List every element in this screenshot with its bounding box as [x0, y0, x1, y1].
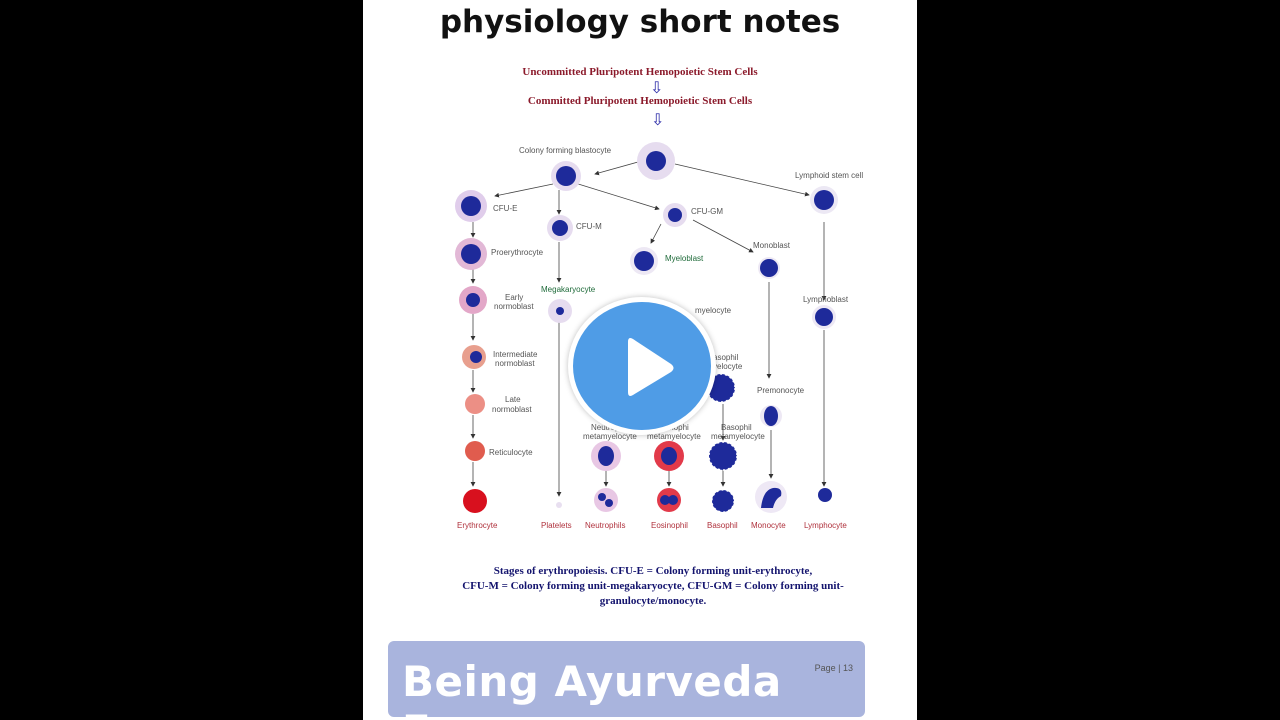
cfu-m-cell: [547, 215, 573, 241]
label-neutrophil-metamyelocyte-1: Neutrop: [591, 423, 620, 432]
cfu-gm-cell: [663, 203, 687, 227]
brand-text: Being Ayurveda Era: [402, 657, 782, 720]
label-basophil-metamyelocyte-2: metamyelocyte: [711, 432, 765, 441]
intermediate-normoblast-cell: [462, 345, 486, 369]
caption-line-1: Stages of erythropoiesis. CFU-E = Colony…: [493, 565, 813, 577]
monoblast-cell: [758, 257, 780, 279]
header-committed: Committed Pluripotent Hemopoietic Stem C…: [527, 95, 753, 107]
erythrocyte-cell: [463, 489, 487, 513]
hematopoiesis-diagram: Colony forming blastocyte Lymphoid stem …: [455, 142, 863, 530]
label-cfu-e: CFU-E: [493, 204, 517, 213]
label-neutrophils: Neutrophils: [585, 521, 625, 530]
lymphoid-stem-cell: [810, 186, 838, 214]
label-proerythrocyte: Proerythrocyte: [491, 248, 544, 257]
label-basophil: Basophil: [707, 521, 738, 530]
label-eosinophil-metamyelocyte-2: metamyelocyte: [647, 432, 701, 441]
play-icon: [628, 338, 674, 396]
label-cfu-m: CFU-M: [576, 222, 602, 231]
label-lymphoid-stem-cell: Lymphoid stem cell: [795, 171, 863, 180]
label-early-normoblast-1: Early: [505, 293, 523, 302]
lymphoblast-cell: [812, 305, 836, 329]
label-megakaryocyte: Megakaryocyte: [541, 285, 596, 294]
megakaryocyte-cell: [548, 299, 572, 323]
page-title: physiology short notes: [439, 4, 841, 40]
label-promonocyte: Premonocyte: [757, 386, 805, 395]
platelet-cell: [556, 502, 562, 508]
label-monocyte: Monocyte: [751, 521, 786, 530]
label-eosinophil: Eosinophil: [651, 521, 688, 530]
label-colony-forming-blastocyte: Colony forming blastocyte: [519, 146, 612, 155]
figure-caption: Stages of erythropoiesis. CFU-E = Colony…: [443, 564, 863, 609]
label-neutrophil-metamyelocyte-2: metamyelocyte: [583, 432, 637, 441]
early-normoblast-cell: [459, 286, 487, 314]
caption-line-2: CFU-M = Colony forming unit-megakaryocyt…: [462, 580, 844, 592]
label-erythrocyte: Erythrocyte: [457, 521, 498, 530]
label-basophil-myelocyte-1: asophil: [713, 353, 739, 362]
neutrophil-cell: [594, 488, 618, 512]
label-basophil-myelocyte-2: yelocyte: [713, 362, 743, 371]
cfu-e-cell: [455, 190, 487, 222]
label-early-normoblast-2: normoblast: [494, 302, 534, 311]
basophil-metamyelocyte-cell: [708, 441, 738, 471]
caption-line-3: granulocyte/monocyte.: [599, 595, 707, 607]
label-reticulocyte: Reticulocyte: [489, 448, 533, 457]
colony-forming-blastocyte-cell: [551, 161, 581, 191]
myeloblast-cell: [630, 247, 658, 275]
label-myelocyte-partial: myelocyte: [695, 306, 732, 315]
label-basophil-metamyelocyte-1: Basophil: [721, 423, 752, 432]
promonocyte-cell: [760, 405, 782, 427]
label-myeloblast: Myeloblast: [665, 254, 704, 263]
down-arrow-icon: ⇩: [650, 80, 664, 97]
label-lymphoblast: Lymphoblast: [803, 295, 849, 304]
monocyte-cell: [755, 481, 787, 513]
basophil-cell: [711, 489, 735, 513]
label-lymphocyte: Lymphocyte: [804, 521, 847, 530]
header-uncommitted: Uncommitted Pluripotent Hemopoietic Stem…: [522, 66, 758, 78]
down-arrow-icon: ⇩: [651, 112, 665, 129]
label-cfu-gm: CFU-GM: [691, 207, 723, 216]
video-frame: physiology short notes Uncommitted Pluri…: [363, 0, 917, 720]
neutrophil-metamyelocyte-cell: [591, 441, 621, 471]
reticulocyte-cell: [465, 441, 485, 461]
label-platelets: Platelets: [541, 521, 572, 530]
label-late-normoblast-1: Late: [505, 395, 521, 404]
eosinophil-metamyelocyte-cell: [654, 441, 684, 471]
label-intermediate-normoblast-2: normoblast: [495, 359, 535, 368]
label-intermediate-normoblast-1: Intermediate: [493, 350, 538, 359]
connector-lines: [470, 161, 827, 497]
proerythrocyte-cell: [455, 238, 487, 270]
lymphocyte-cell: [818, 488, 832, 502]
page-number: Page | 13: [814, 663, 853, 673]
play-button[interactable]: [568, 297, 716, 435]
stem-cell: [637, 142, 675, 180]
eosinophil-cell: [657, 488, 681, 512]
label-monoblast: Monoblast: [753, 241, 791, 250]
label-late-normoblast-2: normoblast: [492, 405, 532, 414]
brand-footer: Being Ayurveda Era Page | 13: [388, 641, 865, 720]
late-normoblast-cell: [465, 394, 485, 414]
